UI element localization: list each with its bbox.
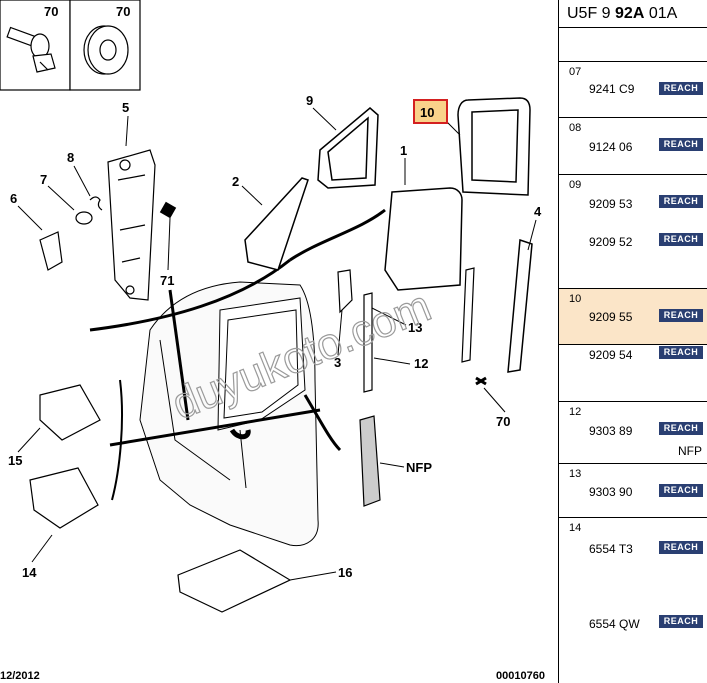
part-16-control-unit	[177, 549, 292, 613]
callout-12: 12	[414, 356, 428, 371]
part-15-switch	[39, 384, 101, 441]
callout-16: 16	[338, 565, 352, 580]
part-4-window-channel	[507, 238, 533, 373]
part-row-12[interactable]: 12 9303 89 REACH NFP	[559, 402, 707, 464]
part-71-pad	[159, 201, 177, 219]
part-12-strip	[363, 292, 373, 393]
callout-5: 5	[122, 100, 129, 115]
callout-14: 14	[22, 565, 37, 580]
reach-badge: REACH	[659, 615, 703, 628]
part-6-clip	[39, 231, 63, 271]
part-13-strip	[461, 267, 475, 363]
callout-10: 10	[420, 105, 434, 120]
reach-badge: REACH	[659, 82, 703, 95]
leader-lines	[89, 208, 386, 501]
part-ref[interactable]: 9209 53	[589, 197, 633, 211]
callout-7: 7	[40, 172, 47, 187]
reach-badge: REACH	[659, 484, 703, 497]
callout-13: 13	[408, 320, 422, 335]
callout-70: 70	[496, 414, 510, 429]
part-8-spring	[89, 196, 103, 211]
bolt-icon	[6, 26, 56, 73]
part-3-guide	[337, 269, 353, 314]
reach-badge: REACH	[659, 195, 703, 208]
part-row-07[interactable]: 07 9241 C9 REACH	[559, 62, 707, 118]
part-ref[interactable]: 9209 55	[589, 310, 633, 324]
inset-label-left: 70	[44, 4, 58, 19]
part-70-screw-icon	[475, 376, 487, 386]
inset-box-washer: 70	[69, 0, 141, 91]
part-ref[interactable]: 6554 T3	[589, 542, 633, 556]
row-index: 09	[569, 179, 582, 191]
part-5-window-regulator	[107, 149, 156, 301]
callout-9: 9	[306, 93, 313, 108]
part-row-10-alt[interactable]: 9209 54 REACH	[559, 345, 707, 402]
part-ref[interactable]: 6554 QW	[589, 617, 640, 631]
part-2-quarter-glass	[244, 177, 309, 271]
callout-10-highlight	[413, 99, 448, 124]
row-index: 08	[569, 122, 582, 134]
part-row-10[interactable]: 10 9209 55 REACH	[559, 289, 707, 345]
row-index: 10	[569, 293, 582, 305]
reach-badge: REACH	[659, 541, 703, 554]
footer-date: 12/2012	[0, 670, 40, 682]
callout-4: 4	[534, 204, 542, 219]
callout-2: 2	[232, 174, 239, 189]
callout-8: 8	[67, 150, 74, 165]
assembly-code-header: U5F 9 92A 01A	[559, 0, 707, 28]
washer-icon	[83, 25, 129, 75]
parts-diagram: 70 70	[0, 0, 545, 682]
callout-nfp: NFP	[406, 460, 432, 475]
footer-code: 00010760	[496, 670, 545, 682]
nfp-note: NFP	[678, 444, 702, 458]
row-index: 13	[569, 468, 582, 480]
callout-pointers	[17, 107, 537, 581]
part-row-08[interactable]: 08 9124 06 REACH	[559, 118, 707, 175]
part-7-bushing	[75, 211, 93, 225]
reach-badge: REACH	[659, 138, 703, 151]
row-index: 14	[569, 522, 582, 534]
part-ref[interactable]: 9124 06	[589, 140, 633, 154]
parts-list-panel: U5F 9 92A 01A 07 9241 C9 REACH 08 9124 0…	[558, 0, 707, 683]
blank-row	[559, 28, 707, 62]
reach-badge: REACH	[659, 346, 703, 359]
inset-label-right: 70	[116, 4, 130, 19]
callout-71: 71	[160, 273, 174, 288]
row-index: 07	[569, 66, 582, 78]
part-10-seal-frame	[457, 97, 531, 196]
part-ref[interactable]: 9209 54	[589, 348, 633, 362]
reach-badge: REACH	[659, 309, 703, 322]
reach-badge: REACH	[659, 233, 703, 246]
reach-badge: REACH	[659, 422, 703, 435]
part-row-09[interactable]: 09 9209 53 REACH 9209 52 REACH	[559, 175, 707, 289]
callout-6: 6	[10, 191, 17, 206]
part-nfp-seal	[359, 415, 381, 507]
callout-1: 1	[400, 143, 407, 158]
part-ref[interactable]: 9241 C9	[589, 82, 635, 96]
inset-box-bolt: 70	[0, 0, 71, 91]
part-row-13[interactable]: 13 9303 90 REACH	[559, 464, 707, 518]
part-ref[interactable]: 9209 52	[589, 235, 633, 249]
part-row-14[interactable]: 14 6554 T3 REACH 6554 QW REACH	[559, 518, 707, 683]
door-body	[139, 281, 319, 547]
callout-15: 15	[8, 453, 22, 468]
part-ref[interactable]: 9303 90	[589, 485, 633, 499]
row-index: 12	[569, 406, 582, 418]
part-ref[interactable]: 9303 89	[589, 424, 633, 438]
part-9-triangle-glass	[317, 107, 379, 189]
callout-3: 3	[334, 355, 341, 370]
part-1-door-glass	[384, 187, 463, 291]
part-14-switch	[29, 467, 99, 529]
